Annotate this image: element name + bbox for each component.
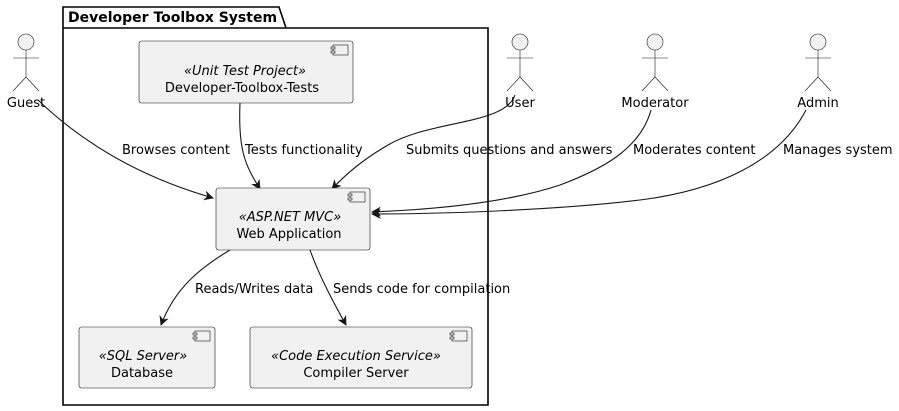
component-icon (347, 191, 366, 203)
actor-head (646, 33, 664, 51)
edges: Browses content Tests functionality Subm… (37, 94, 893, 326)
actor-admin[interactable]: Admin (797, 33, 839, 111)
edge-label-browses: Browses content (122, 143, 230, 158)
component-tests[interactable]: «Unit Test Project» Developer-Toolbox-Te… (138, 40, 354, 104)
actor-user[interactable]: User (505, 33, 535, 111)
edge-guest-web (37, 99, 214, 201)
actor-user-label: User (505, 96, 535, 111)
component-tests-box (138, 40, 354, 104)
component-tests-name: Developer-Toolbox-Tests (165, 81, 319, 96)
component-compiler-box (249, 326, 473, 389)
actor-admin-label: Admin (797, 96, 838, 111)
actor-head (809, 33, 827, 51)
edge-label-tests: Tests functionality (244, 143, 363, 158)
edge-label-reads-writes: Reads/Writes data (195, 282, 313, 297)
actor-legs (641, 76, 669, 92)
actor-guest-label: Guest (7, 96, 45, 111)
actor-head (17, 33, 35, 51)
component-db-stereotype: «SQL Server» (99, 349, 188, 364)
component-icon (330, 44, 349, 56)
component-db-box (78, 326, 216, 389)
actor-moderator-label: Moderator (621, 96, 689, 111)
component-db-name: Database (111, 366, 173, 381)
edge-label-sends-code: Sends code for compilation (333, 282, 510, 297)
edge-label-moderates: Moderates content (633, 143, 756, 158)
package-title: Developer Toolbox System (68, 10, 277, 26)
component-db[interactable]: «SQL Server» Database (78, 326, 216, 389)
actor-legs (506, 76, 534, 92)
component-icon (192, 330, 211, 342)
actor-moderator[interactable]: Moderator (621, 33, 689, 111)
actor-legs (804, 76, 832, 92)
component-web-name: Web Application (236, 227, 341, 242)
edge-moderator-web (371, 109, 652, 217)
edge-tests-web (239, 102, 261, 190)
component-tests-stereotype: «Unit Test Project» (184, 64, 306, 79)
actor-guest[interactable]: Guest (7, 33, 45, 111)
component-web-box (215, 187, 371, 251)
actor-legs (12, 76, 40, 92)
edge-label-manages: Manages system (783, 143, 893, 158)
edge-label-submits: Submits questions and answers (406, 143, 613, 158)
edge-web-compiler (309, 249, 347, 326)
component-compiler[interactable]: «Code Execution Service» Compiler Server (249, 326, 473, 389)
component-web[interactable]: «ASP.NET MVC» Web Application (215, 187, 371, 251)
edge-admin-web (371, 109, 807, 219)
component-compiler-stereotype: «Code Execution Service» (271, 349, 441, 364)
edge-web-db (159, 249, 231, 326)
component-web-stereotype: «ASP.NET MVC» (239, 210, 342, 225)
edge-user-web (331, 94, 516, 190)
actor-head (511, 33, 529, 51)
component-compiler-name: Compiler Server (303, 366, 409, 381)
component-icon (449, 330, 468, 342)
